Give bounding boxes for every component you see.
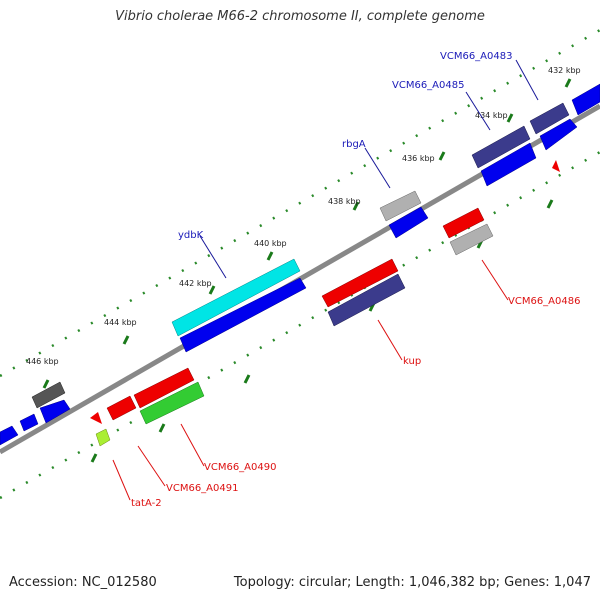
tick-label-444: 444 kbp [104, 318, 137, 327]
gene-blue-436[interactable] [480, 142, 537, 187]
gene-dark-grey-left[interactable] [31, 381, 66, 409]
gene-VCM66_A0486[interactable] [449, 223, 494, 256]
tick-label-446: 446 kbp [26, 357, 59, 366]
label-ydbK[interactable]: ydbK [178, 230, 204, 241]
gene-rbgA[interactable] [379, 190, 422, 222]
label-VCM66_A0486[interactable]: VCM66_A0486 [508, 296, 580, 307]
gene-blue-rbgA[interactable] [388, 206, 429, 239]
gene-VCM66_A0486-red[interactable] [442, 207, 485, 239]
tick-label-436: 436 kbp [402, 154, 435, 163]
gene-VCM66_A0485[interactable] [471, 125, 531, 169]
tick-label-432: 432 kbp [548, 66, 581, 75]
label-VCM66_A0490[interactable]: VCM66_A0490 [204, 462, 276, 473]
label-kup[interactable]: kup [403, 356, 421, 367]
gene-ydbK[interactable] [171, 258, 301, 337]
bottom-leader-lines [112, 259, 509, 501]
gene-VCM66_A0483[interactable] [529, 102, 570, 135]
gene-tatA-2[interactable] [90, 412, 102, 424]
label-tatA-2[interactable]: tatA-2 [131, 498, 162, 509]
tick-label-434: 434 kbp [475, 111, 508, 120]
gene-blue-left-3[interactable] [0, 425, 19, 446]
gene-VCM66_A0490[interactable] [133, 367, 195, 409]
label-VCM66_A0485[interactable]: VCM66_A0485 [392, 80, 464, 91]
gene-blue-left-2[interactable] [19, 413, 39, 432]
label-VCM66_A0483[interactable]: VCM66_A0483 [440, 51, 512, 62]
gene-blue-ydbK-inner[interactable] [179, 277, 307, 353]
accession-text: Accession: NC_012580 [9, 575, 157, 590]
gene-blue-left-1[interactable] [39, 399, 71, 424]
major-ticks [42, 78, 572, 463]
genome-summary-text: Topology: circular; Length: 1,046,382 bp… [233, 575, 591, 590]
label-rbgA[interactable]: rbgA [342, 139, 366, 150]
gene-VCM66_A0491[interactable] [106, 395, 137, 421]
gene-kup-red[interactable] [321, 258, 399, 308]
gene-red-small-right[interactable] [552, 160, 560, 172]
map-title: Vibrio cholerae M66-2 chromosome II, com… [115, 9, 485, 24]
gene-blue-far-top-right[interactable] [571, 83, 600, 116]
gene-VCM66_A0490-green[interactable] [139, 381, 205, 425]
top-leader-lines [199, 59, 539, 279]
gene-blue-434b[interactable] [539, 118, 578, 151]
tick-label-440: 440 kbp [254, 239, 287, 248]
scale-ring-outer [0, 28, 600, 378]
scale-ring-inner [0, 150, 600, 500]
tick-label-442: 442 kbp [179, 279, 212, 288]
tick-label-438: 438 kbp [328, 197, 361, 206]
label-VCM66_A0491[interactable]: VCM66_A0491 [166, 483, 238, 494]
gene-kup[interactable] [327, 273, 406, 327]
gene-tatA-2-green[interactable] [95, 428, 111, 447]
